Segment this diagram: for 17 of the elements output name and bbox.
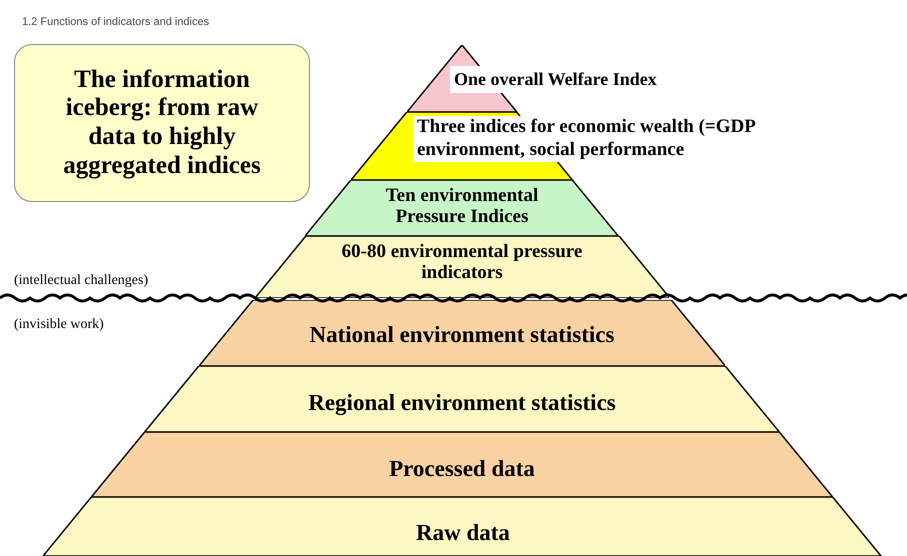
layer-label: Processed data <box>388 455 536 483</box>
layer-label: Ten environmental Pressure Indices <box>384 186 540 228</box>
pyramid-layer <box>144 366 780 432</box>
page-title: 1.2 Functions of indicators and indices <box>22 15 210 30</box>
side-note: (intellectual challenges) <box>14 272 148 290</box>
box-title: The information iceberg: from raw data to highly aggregated indices <box>62 66 262 180</box>
title-box <box>14 44 310 202</box>
pyramid-layer <box>91 432 833 497</box>
pyramid-layer <box>254 236 670 298</box>
pyramid-layer <box>305 180 619 236</box>
pyramid-layer <box>42 497 883 556</box>
pyramid-layer <box>198 300 726 366</box>
layer-label: 60-80 environmental pressure indicators <box>340 242 584 284</box>
side-note: (invisible work) <box>14 316 104 334</box>
layer-label: Raw data <box>415 519 511 547</box>
layer-label: National environment statistics <box>308 321 616 349</box>
layer-label: Regional environment statistics <box>307 389 617 418</box>
